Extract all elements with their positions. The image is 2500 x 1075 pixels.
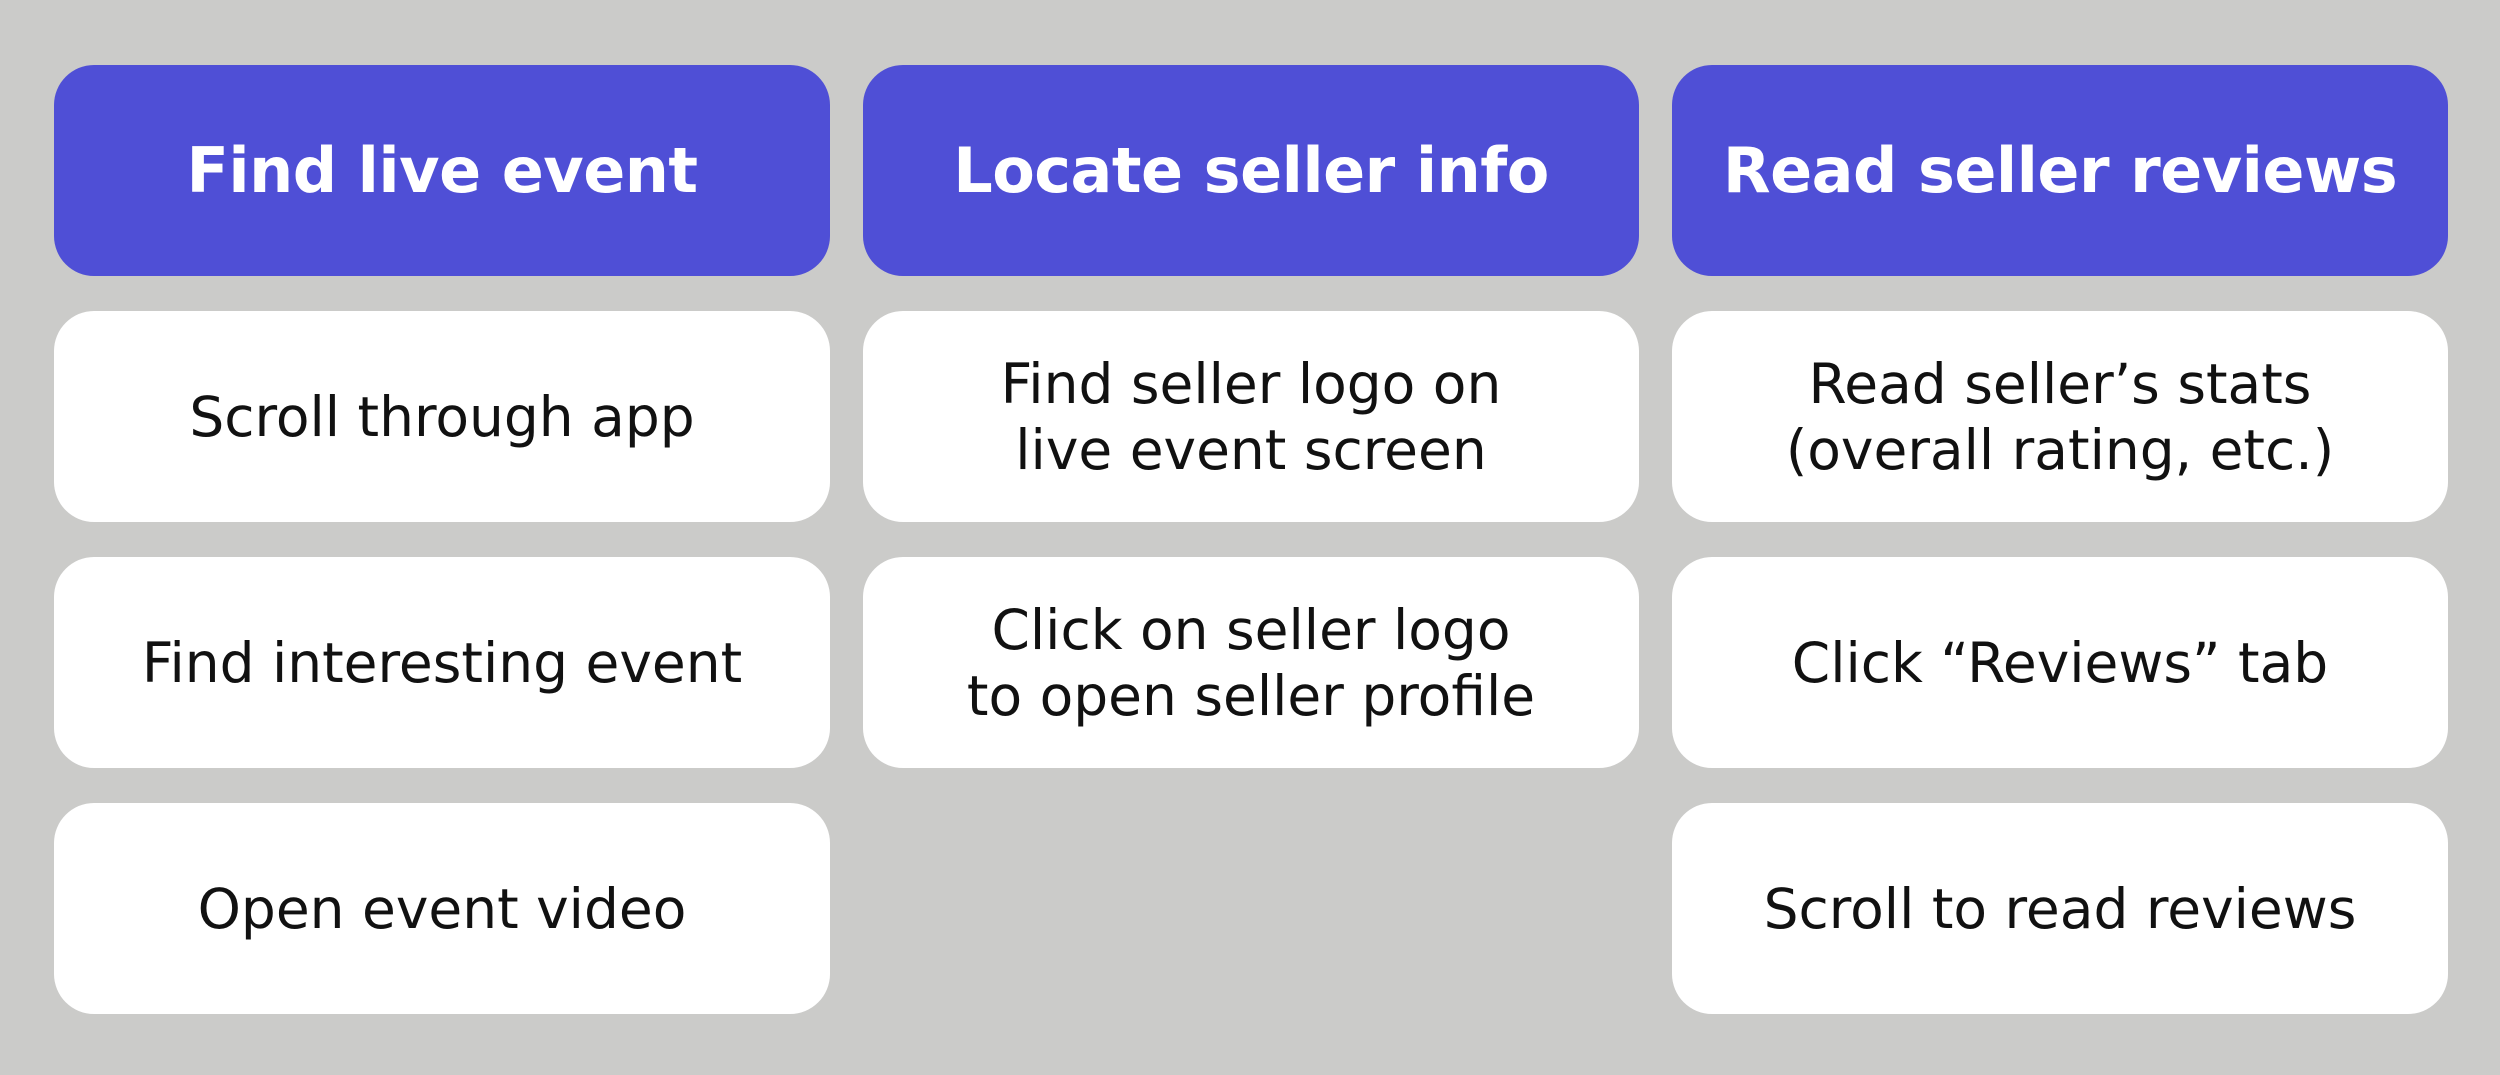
step-label: Scroll through app	[189, 384, 695, 449]
step-label: Read seller’s stats (overall rating, etc…	[1785, 351, 2335, 482]
step-card: Click on seller logo to open seller prof…	[863, 557, 1639, 768]
step-card: Scroll to read reviews	[1672, 803, 2448, 1014]
column-header: Read seller reviews	[1672, 65, 2448, 276]
step-label: Find seller logo on live event screen	[1000, 351, 1502, 482]
step-label: Click on seller logo to open seller prof…	[966, 597, 1536, 728]
column-read-seller-reviews: Read seller reviews Read seller’s stats …	[1672, 65, 2448, 1014]
step-card: Read seller’s stats (overall rating, etc…	[1672, 311, 2448, 522]
column-title: Locate seller info	[953, 134, 1549, 207]
step-card: Find seller logo on live event screen	[863, 311, 1639, 522]
step-label: Scroll to read reviews	[1763, 876, 2357, 941]
column-title: Find live event	[186, 134, 698, 207]
step-card: Find interesting event	[54, 557, 830, 768]
step-label: Open event video	[197, 876, 687, 941]
column-header: Find live event	[54, 65, 830, 276]
step-card: Scroll through app	[54, 311, 830, 522]
step-card: Click “Reviews” tab	[1672, 557, 2448, 768]
step-label: Click “Reviews” tab	[1791, 630, 2329, 695]
column-title: Read seller reviews	[1722, 134, 2398, 207]
column-header: Locate seller info	[863, 65, 1639, 276]
column-locate-seller-info: Locate seller info Find seller logo on l…	[863, 65, 1639, 768]
step-card: Open event video	[54, 803, 830, 1014]
step-label: Find interesting event	[141, 630, 743, 695]
column-find-live-event: Find live event Scroll through app Find …	[54, 65, 830, 1014]
